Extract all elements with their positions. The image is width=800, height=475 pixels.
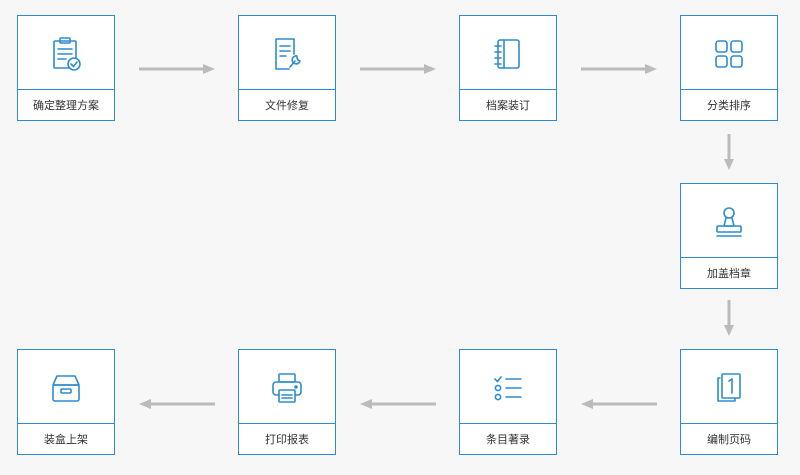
arrow-left-icon bbox=[139, 399, 215, 409]
arrow-right-icon bbox=[360, 64, 436, 74]
page-number-icon bbox=[717, 373, 741, 402]
step-label: 装盒上架 bbox=[18, 423, 114, 454]
stamp-icon bbox=[716, 207, 742, 237]
step-label: 分类排序 bbox=[681, 89, 777, 120]
step-label: 加盖档章 bbox=[681, 257, 777, 288]
step-card-8: 打印报表 bbox=[238, 349, 336, 455]
step-card-2: 文件修复 bbox=[238, 15, 336, 121]
step-label: 打印报表 bbox=[239, 423, 335, 454]
step-card-7: 条目著录 bbox=[459, 349, 557, 455]
step-card-9: 装盒上架 bbox=[17, 349, 115, 455]
checklist-icon bbox=[494, 376, 522, 401]
step-label: 档案装订 bbox=[460, 89, 556, 120]
printer-icon bbox=[272, 373, 302, 403]
step-card-3: 档案装订 bbox=[459, 15, 557, 121]
document-wrench-icon bbox=[275, 38, 301, 70]
arrow-left-icon bbox=[581, 399, 657, 409]
step-label: 编制页码 bbox=[681, 423, 777, 454]
arrow-down-icon bbox=[724, 134, 734, 170]
arrow-right-icon bbox=[581, 64, 657, 74]
arrow-down-icon bbox=[724, 300, 734, 336]
archive-box-icon bbox=[52, 375, 80, 402]
arrow-left-icon bbox=[360, 399, 436, 409]
step-card-6: 编制页码 bbox=[680, 349, 778, 455]
four-squares-icon bbox=[715, 40, 743, 68]
bound-notebook-icon bbox=[494, 39, 520, 69]
step-label: 条目著录 bbox=[460, 423, 556, 454]
step-label: 确定整理方案 bbox=[18, 89, 114, 120]
step-card-1: 确定整理方案 bbox=[17, 15, 115, 121]
clipboard-check-icon bbox=[53, 37, 81, 71]
step-label: 文件修复 bbox=[239, 89, 335, 120]
arrow-right-icon bbox=[139, 64, 215, 74]
step-card-5: 加盖档章 bbox=[680, 183, 778, 289]
step-card-4: 分类排序 bbox=[680, 15, 778, 121]
